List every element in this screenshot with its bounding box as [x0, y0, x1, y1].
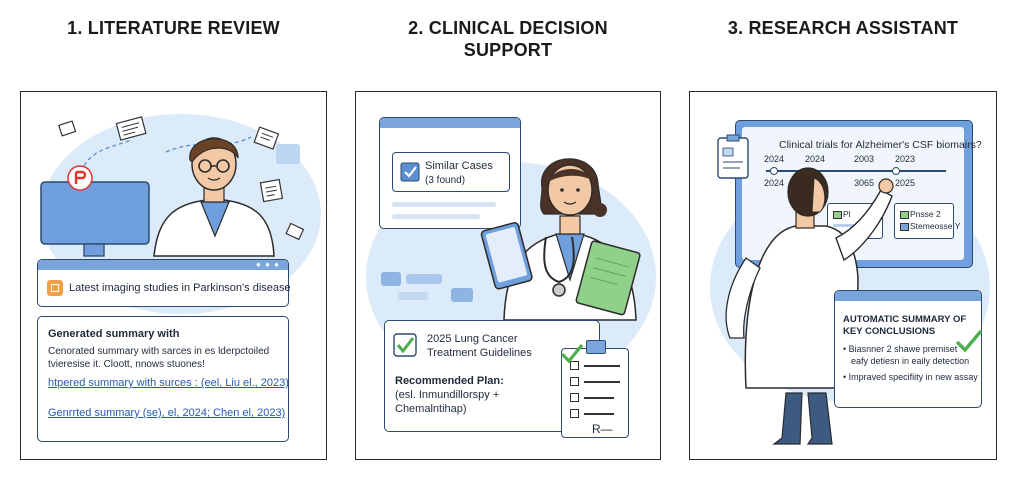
- plan-line-1: (esl. Inmundillorspy +: [395, 389, 500, 401]
- timeline-bottom-label: 3065: [854, 178, 875, 188]
- result-right-label-2: Stemeosse Y: [910, 221, 961, 231]
- search-document-mark: [51, 284, 59, 292]
- checklist-box: [570, 377, 579, 386]
- result-marker: [900, 211, 909, 219]
- heading-research-assistant: 3. RESEARCH ASSISTANT: [727, 18, 959, 38]
- document-icon: [285, 222, 305, 241]
- window-dots-icon: ● ● ●: [256, 260, 280, 269]
- summary-bullet: • Impraved specifiity in new assay: [843, 372, 978, 382]
- cases-window: Similar Cases (3 found): [379, 117, 521, 229]
- timeline-top-label: 2024: [764, 154, 785, 164]
- result-left-label: Pl: [843, 209, 851, 219]
- research-query: Clinical trials for Alzheimer's CSF biom…: [779, 139, 982, 151]
- heading-literature-review: 1. LITERATURE REVIEW: [67, 18, 280, 38]
- timeline-bottom-label: 2025: [895, 178, 916, 188]
- heading-clinical-line1: 2. CLINICAL DECISION: [408, 18, 608, 38]
- summary-title-line-1: AUTOMATIC SUMMARY OF: [843, 314, 967, 325]
- researcher-illustration: [725, 167, 894, 445]
- timeline-dot: [770, 167, 778, 175]
- plan-title: Recommended Plan:: [395, 375, 504, 387]
- checklist-box: [570, 393, 579, 402]
- checkmark-icon: [393, 333, 417, 357]
- automatic-summary-card: AUTOMATIC SUMMARY OF KEY CONCLUSIONS • B…: [834, 290, 982, 408]
- timeline-dot: [892, 167, 900, 175]
- guideline-line-2: Treatment Guidelines: [427, 347, 532, 359]
- literature-review-panel: ● ● ● Latest imaging studies in Parkinso…: [20, 91, 327, 460]
- summary-title-line-2: KEY CONCLUSIONS: [843, 326, 936, 337]
- pdf-icon: [67, 165, 93, 191]
- placeholder-line: [392, 202, 496, 207]
- signature-text: R—: [592, 422, 613, 436]
- decorative-tile: [398, 292, 428, 300]
- guideline-line-1: 2025 Lung Cancer: [427, 333, 518, 345]
- summary-bullet: • Biasnner 2 shawe premiset: [843, 344, 958, 354]
- checklist-line: [584, 413, 614, 415]
- summary-bullet: eafy detiesn in eaily detection: [851, 355, 969, 368]
- window-title-bar: [38, 260, 288, 270]
- plan-line-2: Chemalntihap): [395, 403, 467, 415]
- result-marker: [900, 223, 909, 231]
- window-title-bar: [835, 291, 981, 301]
- decorative-tile: [381, 272, 401, 286]
- document-icon: [115, 116, 147, 141]
- similar-cases-count: (3 found): [425, 175, 466, 186]
- placeholder-line: [392, 214, 480, 219]
- clipboard-icon: [575, 240, 641, 316]
- stethoscope-icon: [543, 236, 575, 297]
- computer-monitor: [40, 181, 150, 257]
- clipboard-clip: [586, 340, 606, 354]
- checklist-box: [570, 361, 579, 370]
- summary-card: Generated summary with Cenorated summary…: [37, 316, 289, 442]
- checklist-clipboard: R—: [561, 340, 629, 438]
- search-card: ● ● ● Latest imaging studies in Parkinso…: [37, 259, 291, 307]
- search-query-text: Latest imaging studies in Parkinson's di…: [69, 282, 291, 294]
- checklist-line: [584, 397, 614, 399]
- doctor-illustration: [153, 137, 275, 257]
- heading-clinical-decision-support: 2. CLINICAL DECISION SUPPORT: [355, 17, 661, 61]
- timeline-bottom-label: 2024: [764, 178, 785, 188]
- checkmark-icon: [560, 343, 584, 364]
- decorative-tile: [451, 288, 473, 302]
- summary-bullet-text: Biasnner 2 shawe premiset: [848, 344, 958, 354]
- checklist-line: [584, 381, 620, 383]
- checkbox-icon: [400, 162, 420, 182]
- citation-link-1[interactable]: htpered summary with surces : (eel, Liu …: [48, 377, 289, 389]
- heading-clinical-line2: SUPPORT: [463, 40, 553, 60]
- result-right-label-1: Pnsse 2: [910, 209, 941, 219]
- checklist-box: [570, 409, 579, 418]
- checklist-line: [584, 365, 620, 367]
- summary-bullet-text: Impraved specifiity in new assay: [848, 372, 978, 382]
- result-card-right[interactable]: Pnsse 2 Stemeosse Y: [894, 203, 960, 239]
- result-marker: [833, 211, 842, 219]
- similar-cases-title: Similar Cases: [425, 160, 493, 172]
- decorative-square: [276, 144, 300, 164]
- similar-cases-box[interactable]: Similar Cases (3 found): [392, 152, 510, 192]
- summary-line-1: Cenorated summary with sarces in es lder…: [48, 346, 270, 357]
- research-assistant-panel: Clinical trials for Alzheimer's CSF biom…: [689, 91, 997, 460]
- clinical-decision-panel: Similar Cases (3 found): [355, 91, 661, 460]
- document-icon: [253, 126, 280, 150]
- summary-title: Generated summary with: [48, 328, 180, 340]
- timeline-top-label: 2003: [854, 154, 875, 164]
- checkmark-icon: [955, 329, 983, 353]
- decorative-tile: [406, 274, 442, 284]
- citation-link-2[interactable]: Genrrted summary (se), el, 2024; Chen el…: [48, 407, 286, 419]
- summary-bullet-text: eafy detiesn in eaily detection: [851, 356, 970, 366]
- timeline-line: [766, 170, 946, 172]
- timeline-top-label: 2023: [895, 154, 916, 164]
- clipboard-icon: [717, 134, 749, 179]
- window-title-bar: [380, 118, 520, 128]
- document-icon: [259, 178, 284, 203]
- timeline-top-label: 2024: [805, 154, 826, 164]
- tablet-icon: [480, 222, 533, 290]
- document-icon: [58, 120, 77, 137]
- summary-line-2: tvieresise it. Cloott, nnows stuones!: [48, 359, 205, 370]
